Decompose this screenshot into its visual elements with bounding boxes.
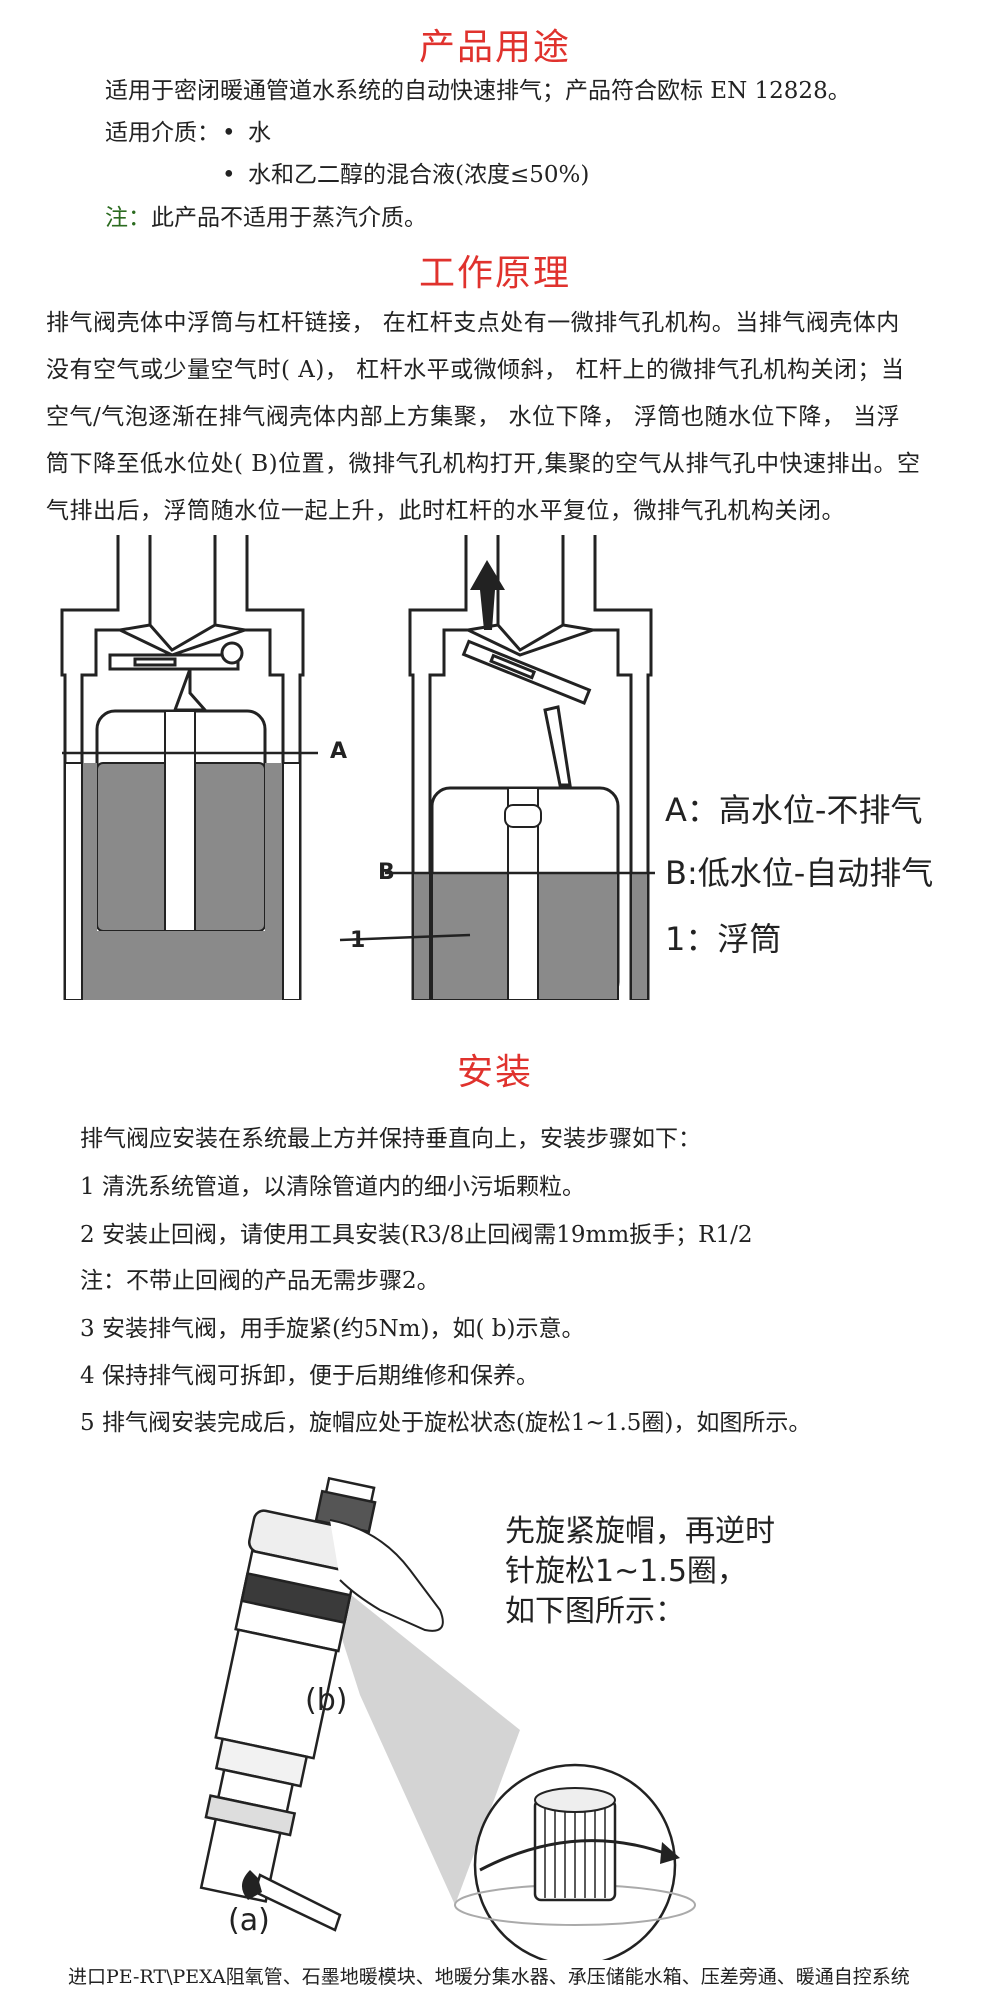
principle-line: 排气阀壳体中浮筒与杠杆链接， 在杠杆支点处有一微排气孔机构。当排气阀壳体内 — [46, 310, 900, 336]
usage-title: 产品用途 — [418, 27, 571, 68]
highlight-beam — [320, 1570, 520, 1905]
rotate-arrow-icon — [660, 1842, 680, 1864]
install-title: 安装 — [456, 1052, 533, 1093]
float-a — [62, 709, 318, 1000]
valve-state-a — [60, 535, 305, 1000]
figure-label-b: (b) — [305, 1683, 347, 1718]
install-step: 1 清洗系统管道，以清除管道内的细小污垢颗粒。 — [80, 1174, 585, 1200]
figure-label-a: (a) — [228, 1903, 270, 1938]
media-item-glycol: 水和乙二醇的混合液(浓度≤50%) — [248, 162, 590, 188]
principle-paragraph: 排气阀壳体中浮筒与杠杆链接， 在杠杆支点处有一微排气孔机构。当排气阀壳体内 没有… — [46, 300, 946, 535]
install-step: 5 排气阀安装完成后，旋帽应处于旋松状态(旋松1~1.5圈)，如图所示。 — [80, 1410, 812, 1436]
footer-products: 进口PE-RT\PEXA阻氧管、石墨地暖模块、地暖分集水器、承压储能水箱、压差旁… — [68, 1966, 910, 1988]
air-vent-valve — [199, 1476, 377, 1903]
media-bullet: • — [222, 162, 236, 188]
valve-state-b — [408, 535, 653, 1000]
installation-figure: (b) (a) — [199, 1476, 696, 1960]
legend-b: B:低水位-自动排气 — [665, 854, 934, 892]
principle-line: 气排出后，浮筒随水位一起上升，此时杠杆的水平复位，微排气孔机构关闭。 — [46, 498, 845, 524]
principle-line: 筒下降至低水位处( B)位置，微排气孔机构打开,集聚的空气从排气孔中快速排出。空 — [46, 451, 921, 477]
cap-instruction-line: 先旋紧旋帽，再逆时 — [505, 1514, 775, 1549]
label-1: 1 — [350, 928, 365, 953]
media-label: 适用介质： — [105, 120, 220, 146]
note-text: 此产品不适用于蒸汽介质。 — [151, 205, 427, 231]
install-step: 2 安装止回阀，请使用工具安装(R3/8止回阀需19mm扳手；R1/2 — [80, 1222, 753, 1248]
label-a: A — [330, 739, 347, 764]
cap-instruction-line: 如下图所示： — [505, 1594, 685, 1629]
label-b: B — [378, 860, 395, 885]
float-b — [339, 786, 655, 1000]
usage-line: 适用于密闭暖通管道水系统的自动快速排气；产品符合欧标 EN 12828。 — [105, 78, 851, 104]
cap-detail-circle — [454, 1763, 696, 1960]
media-bullet: • — [222, 120, 236, 146]
cap-instruction: 先旋紧旋帽，再逆时 针旋松1~1.5圈， 如下图所示： — [505, 1512, 775, 1632]
cap-instruction-line: 针旋松1~1.5圈， — [505, 1554, 747, 1589]
legend-1: 1：浮筒 — [665, 920, 782, 958]
legend-a: A：高水位-不排气 — [665, 791, 923, 829]
principle-line: 没有空气或少量空气时( A)， 杠杆水平或微倾斜， 杠杆上的微排气孔机构关闭；当 — [46, 357, 905, 383]
install-note: 注：不带止回阀的产品无需步骤2。 — [80, 1268, 440, 1294]
wrench-icon — [241, 1870, 342, 1932]
principle-title: 工作原理 — [418, 253, 571, 294]
install-step: 3 安装排气阀，用手旋紧(约5Nm)，如( b)示意。 — [80, 1316, 585, 1342]
install-step: 4 保持排气阀可拆卸，便于后期维修和保养。 — [80, 1363, 539, 1389]
working-principle-diagram: A B 1 — [60, 535, 655, 1000]
hand-icon — [329, 1519, 444, 1632]
exhaust-arrow-icon — [470, 560, 505, 630]
note-mark: 注： — [105, 205, 151, 231]
principle-line: 空气/气泡逐渐在排气阀壳体内部上方集聚， 水位下降， 浮筒也随水位下降， 当浮 — [46, 404, 901, 430]
media-item-water: 水 — [248, 120, 271, 146]
install-intro: 排气阀应安装在系统最上方并保持垂直向上，安装步骤如下： — [80, 1126, 701, 1152]
